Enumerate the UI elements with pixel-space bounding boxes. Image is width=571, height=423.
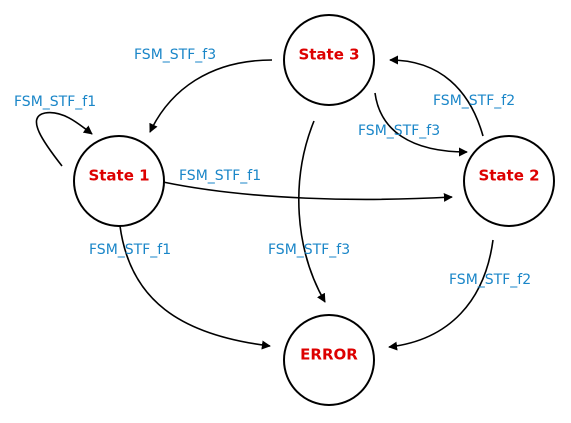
error-label: ERROR — [300, 346, 358, 364]
edges — [35, 55, 494, 351]
edge-state1-to-state2 — [162, 181, 453, 202]
state1-circle — [73, 135, 165, 227]
state3-circle — [283, 14, 375, 106]
node-state1: State 1 — [73, 135, 165, 227]
edge-labels: FSM_STF_f1 FSM_STF_f1 FSM_STF_f1 FSM_STF… — [14, 47, 531, 288]
edge-state2-to-error — [388, 239, 494, 351]
state3-label: State 3 — [298, 46, 359, 64]
nodes: State 1 State 2 State 3 ERROR — [73, 14, 555, 406]
edge-label-state1-to-error: FSM_STF_f1 — [89, 242, 171, 258]
state2-label: State 2 — [478, 167, 539, 185]
edge-state1-self-loop — [35, 111, 93, 167]
edge-label-state1-to-state2: FSM_STF_f1 — [179, 168, 261, 184]
node-state3: State 3 — [283, 14, 375, 106]
edge-label-state3-to-state1: FSM_STF_f3 — [134, 47, 216, 63]
edge-label-state1-self: FSM_STF_f1 — [14, 94, 96, 110]
edge-label-state3-to-state2: FSM_STF_f3 — [358, 123, 440, 139]
state1-label: State 1 — [88, 167, 149, 185]
edge-state3-to-error — [298, 120, 326, 303]
edge-state3-to-state1 — [149, 59, 273, 133]
edge-state1-to-error — [119, 225, 271, 350]
edge-label-state3-to-error: FSM_STF_f3 — [268, 242, 350, 258]
node-state2: State 2 — [463, 135, 555, 227]
state2-circle — [463, 135, 555, 227]
edge-state3-to-state2 — [374, 92, 468, 157]
edge-state2-to-state3 — [389, 55, 484, 137]
edge-label-state2-to-error: FSM_STF_f2 — [449, 272, 531, 288]
node-error: ERROR — [283, 314, 375, 406]
error-circle — [283, 314, 375, 406]
edge-label-state2-to-state3: FSM_STF_f2 — [433, 93, 515, 109]
